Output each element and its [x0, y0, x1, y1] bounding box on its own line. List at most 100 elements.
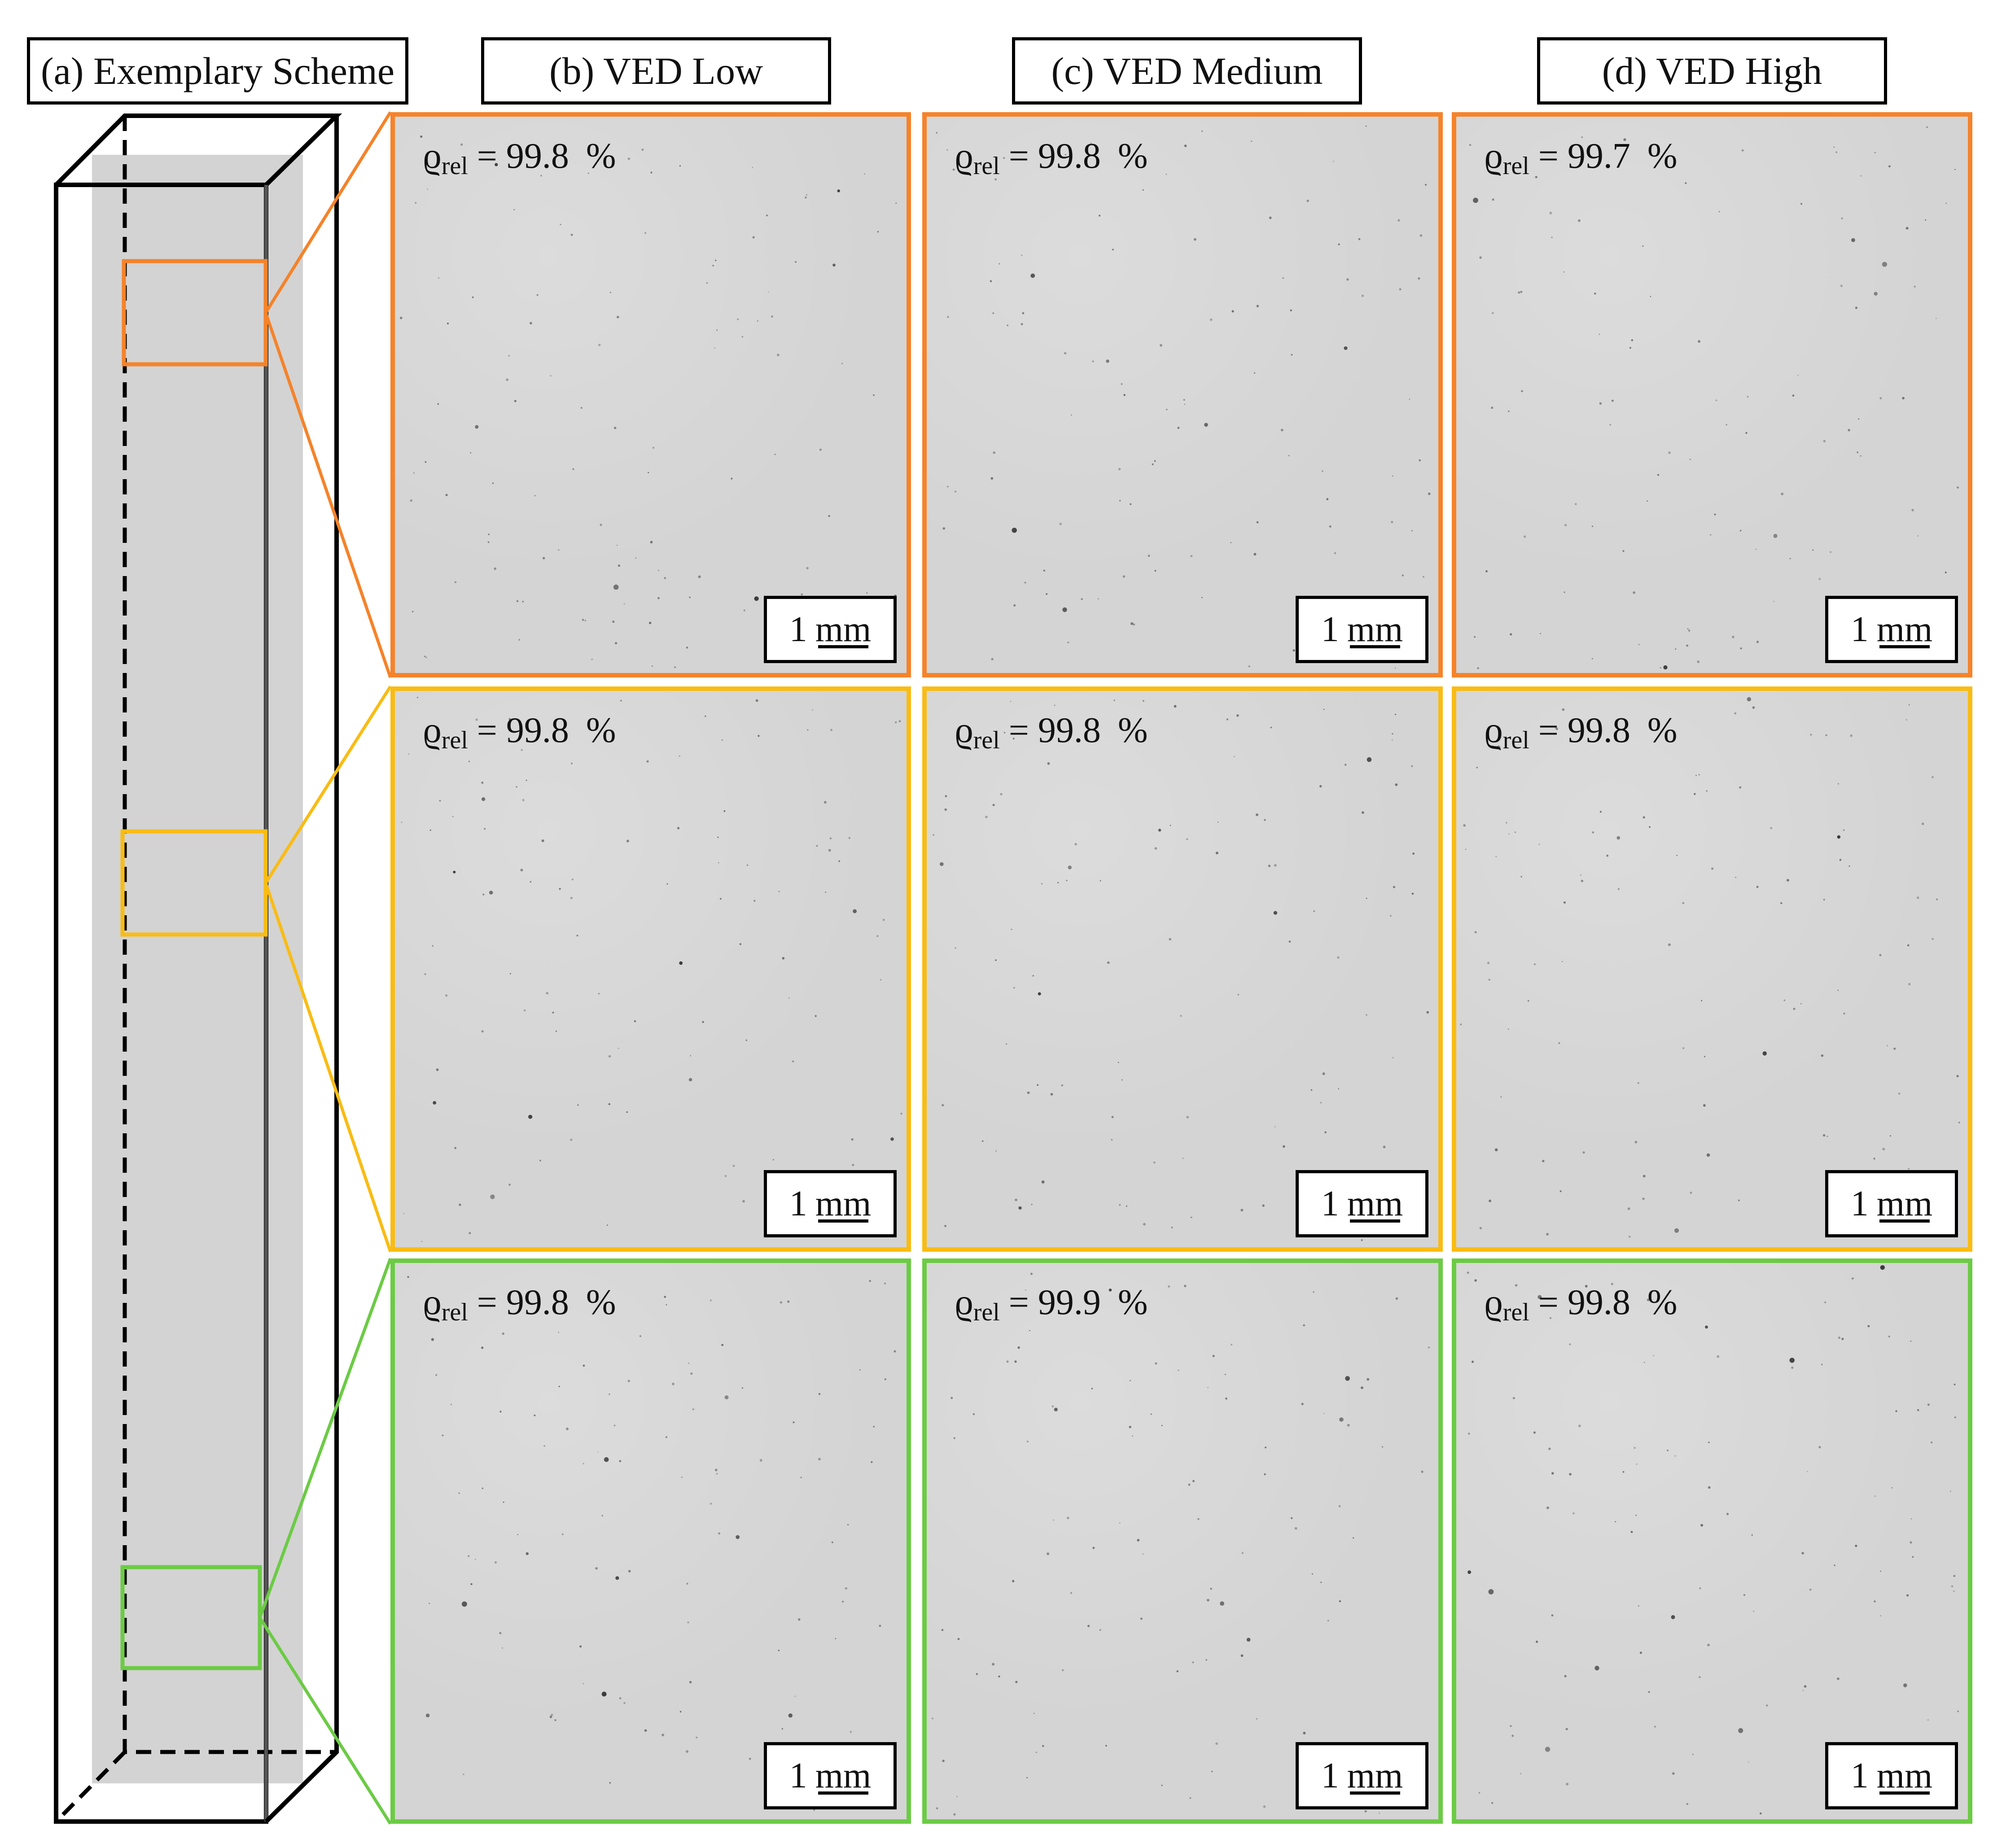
- equals-sign: =: [999, 711, 1038, 750]
- pore-speckles: [407, 1276, 896, 1811]
- density-subscript: rel: [1502, 1298, 1529, 1326]
- scale-bar-unit: mm: [815, 1756, 872, 1796]
- scale-bar-number: 1: [789, 1184, 807, 1223]
- connector-bottom-lower: [258, 1616, 392, 1825]
- scale-bar-number: 1: [1321, 1184, 1339, 1223]
- density-symbol: ϱ: [1484, 709, 1503, 750]
- density-unit: %: [1638, 711, 1678, 750]
- density-subscript: rel: [441, 726, 468, 754]
- equals-sign: =: [1529, 1283, 1568, 1322]
- equals-sign: =: [999, 136, 1038, 176]
- pore-speckles: [399, 135, 897, 668]
- density-unit: %: [1108, 1283, 1148, 1322]
- pore-speckles: [936, 125, 1431, 669]
- scale-bar-unit: mm: [1876, 1756, 1933, 1796]
- column-header-high: (d) VED High: [1537, 37, 1887, 105]
- scale-bar-unit: mm: [1876, 1184, 1933, 1223]
- scheme-title: (a) Exemplary Scheme: [27, 37, 408, 105]
- density-subscript: rel: [973, 1298, 1000, 1326]
- density-value: 99.8: [506, 1283, 569, 1322]
- scale-bar-number: 1: [1850, 1184, 1869, 1223]
- connector-middle-upper: [264, 686, 392, 884]
- density-symbol: ϱ: [955, 135, 973, 176]
- density-unit: %: [1638, 136, 1678, 176]
- connector-top-upper: [264, 111, 392, 314]
- equals-sign: =: [1529, 136, 1568, 176]
- density-unit: %: [577, 136, 616, 176]
- relative-density-label: ϱrel = 99.7 %: [1484, 135, 1678, 180]
- density-value: 99.8: [1038, 136, 1101, 176]
- scale-bar-number: 1: [1850, 1756, 1869, 1796]
- relative-density-label: ϱrel = 99.8 %: [423, 1281, 616, 1327]
- pore-speckles: [931, 1272, 1430, 1816]
- relative-density-label: ϱrel = 99.9 %: [955, 1281, 1148, 1327]
- density-subscript: rel: [1502, 152, 1529, 180]
- equals-sign: =: [999, 1283, 1038, 1322]
- scale-bar-number: 1: [1321, 609, 1339, 649]
- density-unit: %: [1638, 1283, 1678, 1322]
- connector-top-lower: [264, 312, 392, 678]
- density-subscript: rel: [973, 726, 1000, 754]
- column-header-low: (b) VED Low: [481, 37, 831, 105]
- density-value: 99.7: [1567, 136, 1630, 176]
- scale-bar-unit: mm: [1876, 609, 1933, 649]
- density-value: 99.8: [1038, 711, 1101, 750]
- relative-density-label: ϱrel = 99.8 %: [423, 135, 616, 180]
- scale-bar-number: 1: [1321, 1756, 1339, 1796]
- relative-density-label: ϱrel = 99.8 %: [955, 709, 1148, 755]
- density-symbol: ϱ: [1484, 1281, 1503, 1322]
- density-subscript: rel: [1502, 726, 1529, 754]
- top-face-edges: [54, 114, 342, 187]
- density-symbol: ϱ: [423, 135, 442, 176]
- density-symbol: ϱ: [423, 1281, 442, 1322]
- pore-speckles: [1467, 1265, 1959, 1815]
- relative-density-label: ϱrel = 99.8 %: [1484, 709, 1678, 755]
- connector-bottom-upper: [258, 1258, 392, 1618]
- density-symbol: ϱ: [955, 709, 973, 750]
- hidden-edge-diagonal: [54, 1750, 127, 1823]
- density-value: 99.8: [506, 136, 569, 176]
- density-unit: %: [1108, 711, 1148, 750]
- density-value: 99.8: [1567, 1283, 1630, 1322]
- density-symbol: ϱ: [955, 1281, 973, 1322]
- density-value: 99.8: [506, 711, 569, 750]
- density-symbol: ϱ: [423, 709, 442, 750]
- equals-sign: =: [468, 136, 506, 176]
- scale-bar-unit: mm: [1347, 1184, 1403, 1223]
- scale-bar-unit: mm: [815, 1184, 872, 1223]
- relative-density-label: ϱrel = 99.8 %: [955, 135, 1148, 180]
- pore-speckles: [1469, 126, 1959, 670]
- density-unit: %: [577, 1283, 616, 1322]
- equals-sign: =: [1529, 711, 1568, 750]
- scale-bar-unit: mm: [815, 609, 872, 649]
- column-header-medium: (c) VED Medium: [1012, 37, 1362, 105]
- density-subscript: rel: [441, 1298, 468, 1326]
- density-symbol: ϱ: [1484, 135, 1503, 176]
- equals-sign: =: [468, 1283, 506, 1322]
- relative-density-label: ϱrel = 99.8 %: [423, 709, 616, 755]
- equals-sign: =: [468, 711, 506, 750]
- density-unit: %: [577, 711, 616, 750]
- right-face-edges: [264, 116, 339, 1823]
- density-unit: %: [1108, 136, 1148, 176]
- scale-bar-number: 1: [789, 609, 807, 649]
- connector-middle-lower: [264, 882, 392, 1253]
